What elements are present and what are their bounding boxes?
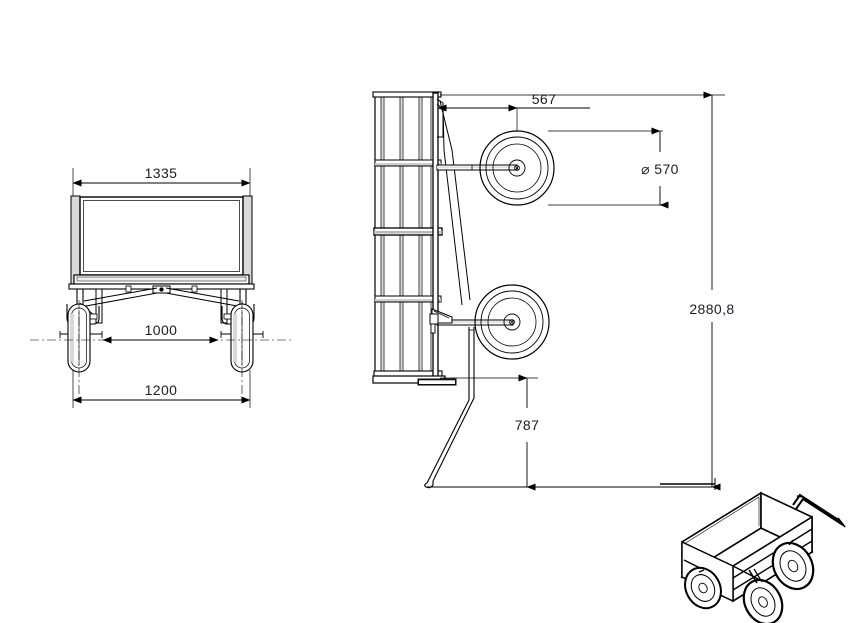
side-view-wheel-lower [474, 284, 550, 360]
front-view: 1335 [30, 165, 292, 408]
dim-track-outer-label: 1200 [145, 382, 178, 398]
dim-overall-length-label: 2880,8 [689, 301, 734, 317]
dim-width-overall-label: 1335 [145, 165, 178, 181]
side-view: 567 ⌀ 570 787 2880,8 [372, 91, 734, 491]
dim-wheel-offset-label: 567 [532, 91, 557, 107]
dim-wheel-diameter: ⌀ 570 [548, 127, 679, 209]
dim-drawbar-height-label: 787 [515, 417, 540, 433]
dim-overall-length: 2880,8 [440, 91, 734, 491]
dim-width-overall: 1335 [72, 165, 251, 187]
isometric-drawbar [792, 493, 846, 528]
isometric-frame [683, 559, 761, 581]
dim-track-inner: 1000 [102, 322, 219, 344]
side-view-upper-axle-arm [436, 164, 518, 171]
isometric-view [660, 478, 846, 623]
front-view-body [68, 195, 255, 290]
dim-wheel-diameter-label: ⌀ 570 [641, 161, 679, 177]
side-view-drawbar [424, 327, 475, 489]
dim-track-inner-label: 1000 [145, 322, 178, 338]
side-view-wheel-upper [479, 130, 555, 206]
isometric-wheels [684, 539, 815, 623]
dim-track-outer: 1200 [72, 382, 251, 404]
dim-drawbar-height: 787 [440, 374, 540, 491]
side-view-panel [372, 91, 457, 386]
